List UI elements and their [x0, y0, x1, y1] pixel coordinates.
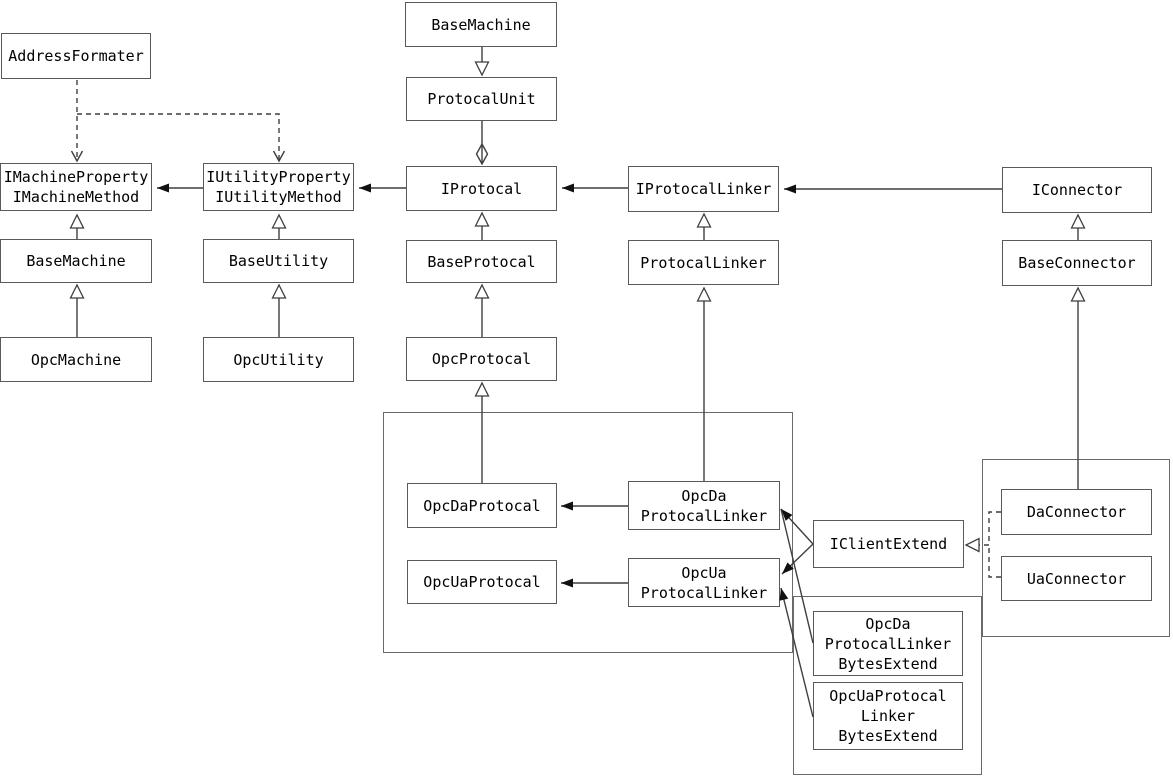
class-box-opc-da-protocal-linker: OpcDa ProtocalLinker: [628, 481, 780, 530]
class-label: BytesExtend: [838, 727, 938, 745]
class-label: ProtocalLinker: [640, 253, 767, 272]
class-box-opc-utility: OpcUtility: [203, 337, 354, 382]
class-label: DaConnector: [1026, 503, 1127, 521]
class-label: BaseUtility: [228, 252, 329, 270]
class-label: OpcUaProtocal: [829, 687, 947, 705]
class-label: IMachineMethod: [12, 188, 140, 206]
class-label: ProtocalLinker: [824, 634, 952, 653]
class-label: BaseMachine: [431, 15, 531, 34]
class-label: IUtilityProperty: [206, 168, 351, 186]
class-label: OpcDaProtocal: [423, 496, 541, 515]
class-label: ProtocalUnit: [427, 90, 536, 108]
class-box-address-formater: AddressFormater: [1, 33, 151, 79]
class-label: OpcProtocal: [431, 350, 532, 368]
class-label: Linker: [860, 707, 916, 725]
class-label: OpcDa: [681, 486, 727, 505]
class-box-ua-connector: UaConnector: [1001, 556, 1152, 601]
class-label: IConnector: [1031, 181, 1123, 199]
group-box-opc-protocal-family: [383, 412, 793, 653]
class-label: AddressFormater: [8, 47, 144, 65]
class-box-imachine-interface: IMachineProperty IMachineMethod: [0, 163, 152, 211]
class-label: ProtocalLinker: [640, 583, 768, 602]
class-label: OpcUa: [681, 563, 727, 582]
group-box-connectors: [982, 459, 1170, 637]
class-box-opc-da-protocal: OpcDaProtocal: [407, 483, 557, 528]
class-box-iprotocal-linker: IProtocalLinker: [628, 166, 779, 212]
class-box-iclient-extend: IClientExtend: [813, 520, 964, 568]
class-label: BaseProtocal: [427, 252, 536, 271]
edge-addressformater-iutility-dependency: [77, 113, 286, 163]
class-box-da-connector: DaConnector: [1001, 489, 1152, 535]
class-box-iprotocal: IProtocal: [406, 166, 557, 211]
class-label: OpcDa: [865, 614, 911, 633]
class-box-protocal-unit: ProtocalUnit: [406, 77, 557, 121]
class-label: BaseMachine: [26, 252, 126, 270]
class-box-base-connector: BaseConnector: [1002, 240, 1152, 286]
class-box-opc-machine: OpcMachine: [0, 337, 152, 382]
class-box-opc-ua-protocal-linker: OpcUa ProtocalLinker: [628, 558, 780, 607]
class-label: ProtocalLinker: [640, 506, 768, 525]
class-box-opc-protocal: OpcProtocal: [406, 337, 557, 381]
class-label: IClientExtend: [829, 535, 948, 553]
class-box-opc-da-protocal-linker-bytes-extend: OpcDa ProtocalLinker BytesExtend: [813, 611, 963, 676]
class-box-opc-ua-protocal: OpcUaProtocal: [407, 560, 557, 604]
class-box-opc-ua-protocal-linker-bytes-extend: OpcUaProtocal Linker BytesExtend: [813, 682, 963, 750]
class-label: OpcUaProtocal: [423, 573, 541, 591]
class-label: IProtocalLinker: [635, 180, 772, 198]
class-box-base-protocal: BaseProtocal: [406, 240, 557, 283]
class-label: IUtilityMethod: [215, 188, 342, 206]
class-label: BytesExtend: [838, 654, 938, 673]
class-box-base-machine-top: BaseMachine: [405, 2, 557, 47]
class-box-protocal-linker: ProtocalLinker: [628, 240, 779, 285]
class-label: BaseConnector: [1018, 254, 1136, 272]
class-label: UaConnector: [1026, 569, 1127, 588]
class-label: IMachineProperty: [3, 168, 149, 186]
class-label: OpcUtility: [233, 350, 324, 369]
class-box-iutility-interface: IUtilityProperty IUtilityMethod: [203, 163, 354, 211]
class-label: IProtocal: [440, 179, 523, 198]
class-label: OpcMachine: [30, 350, 122, 369]
class-box-iconnector: IConnector: [1002, 167, 1152, 213]
class-box-base-utility: BaseUtility: [203, 239, 354, 283]
class-box-base-machine-left: BaseMachine: [0, 239, 152, 283]
